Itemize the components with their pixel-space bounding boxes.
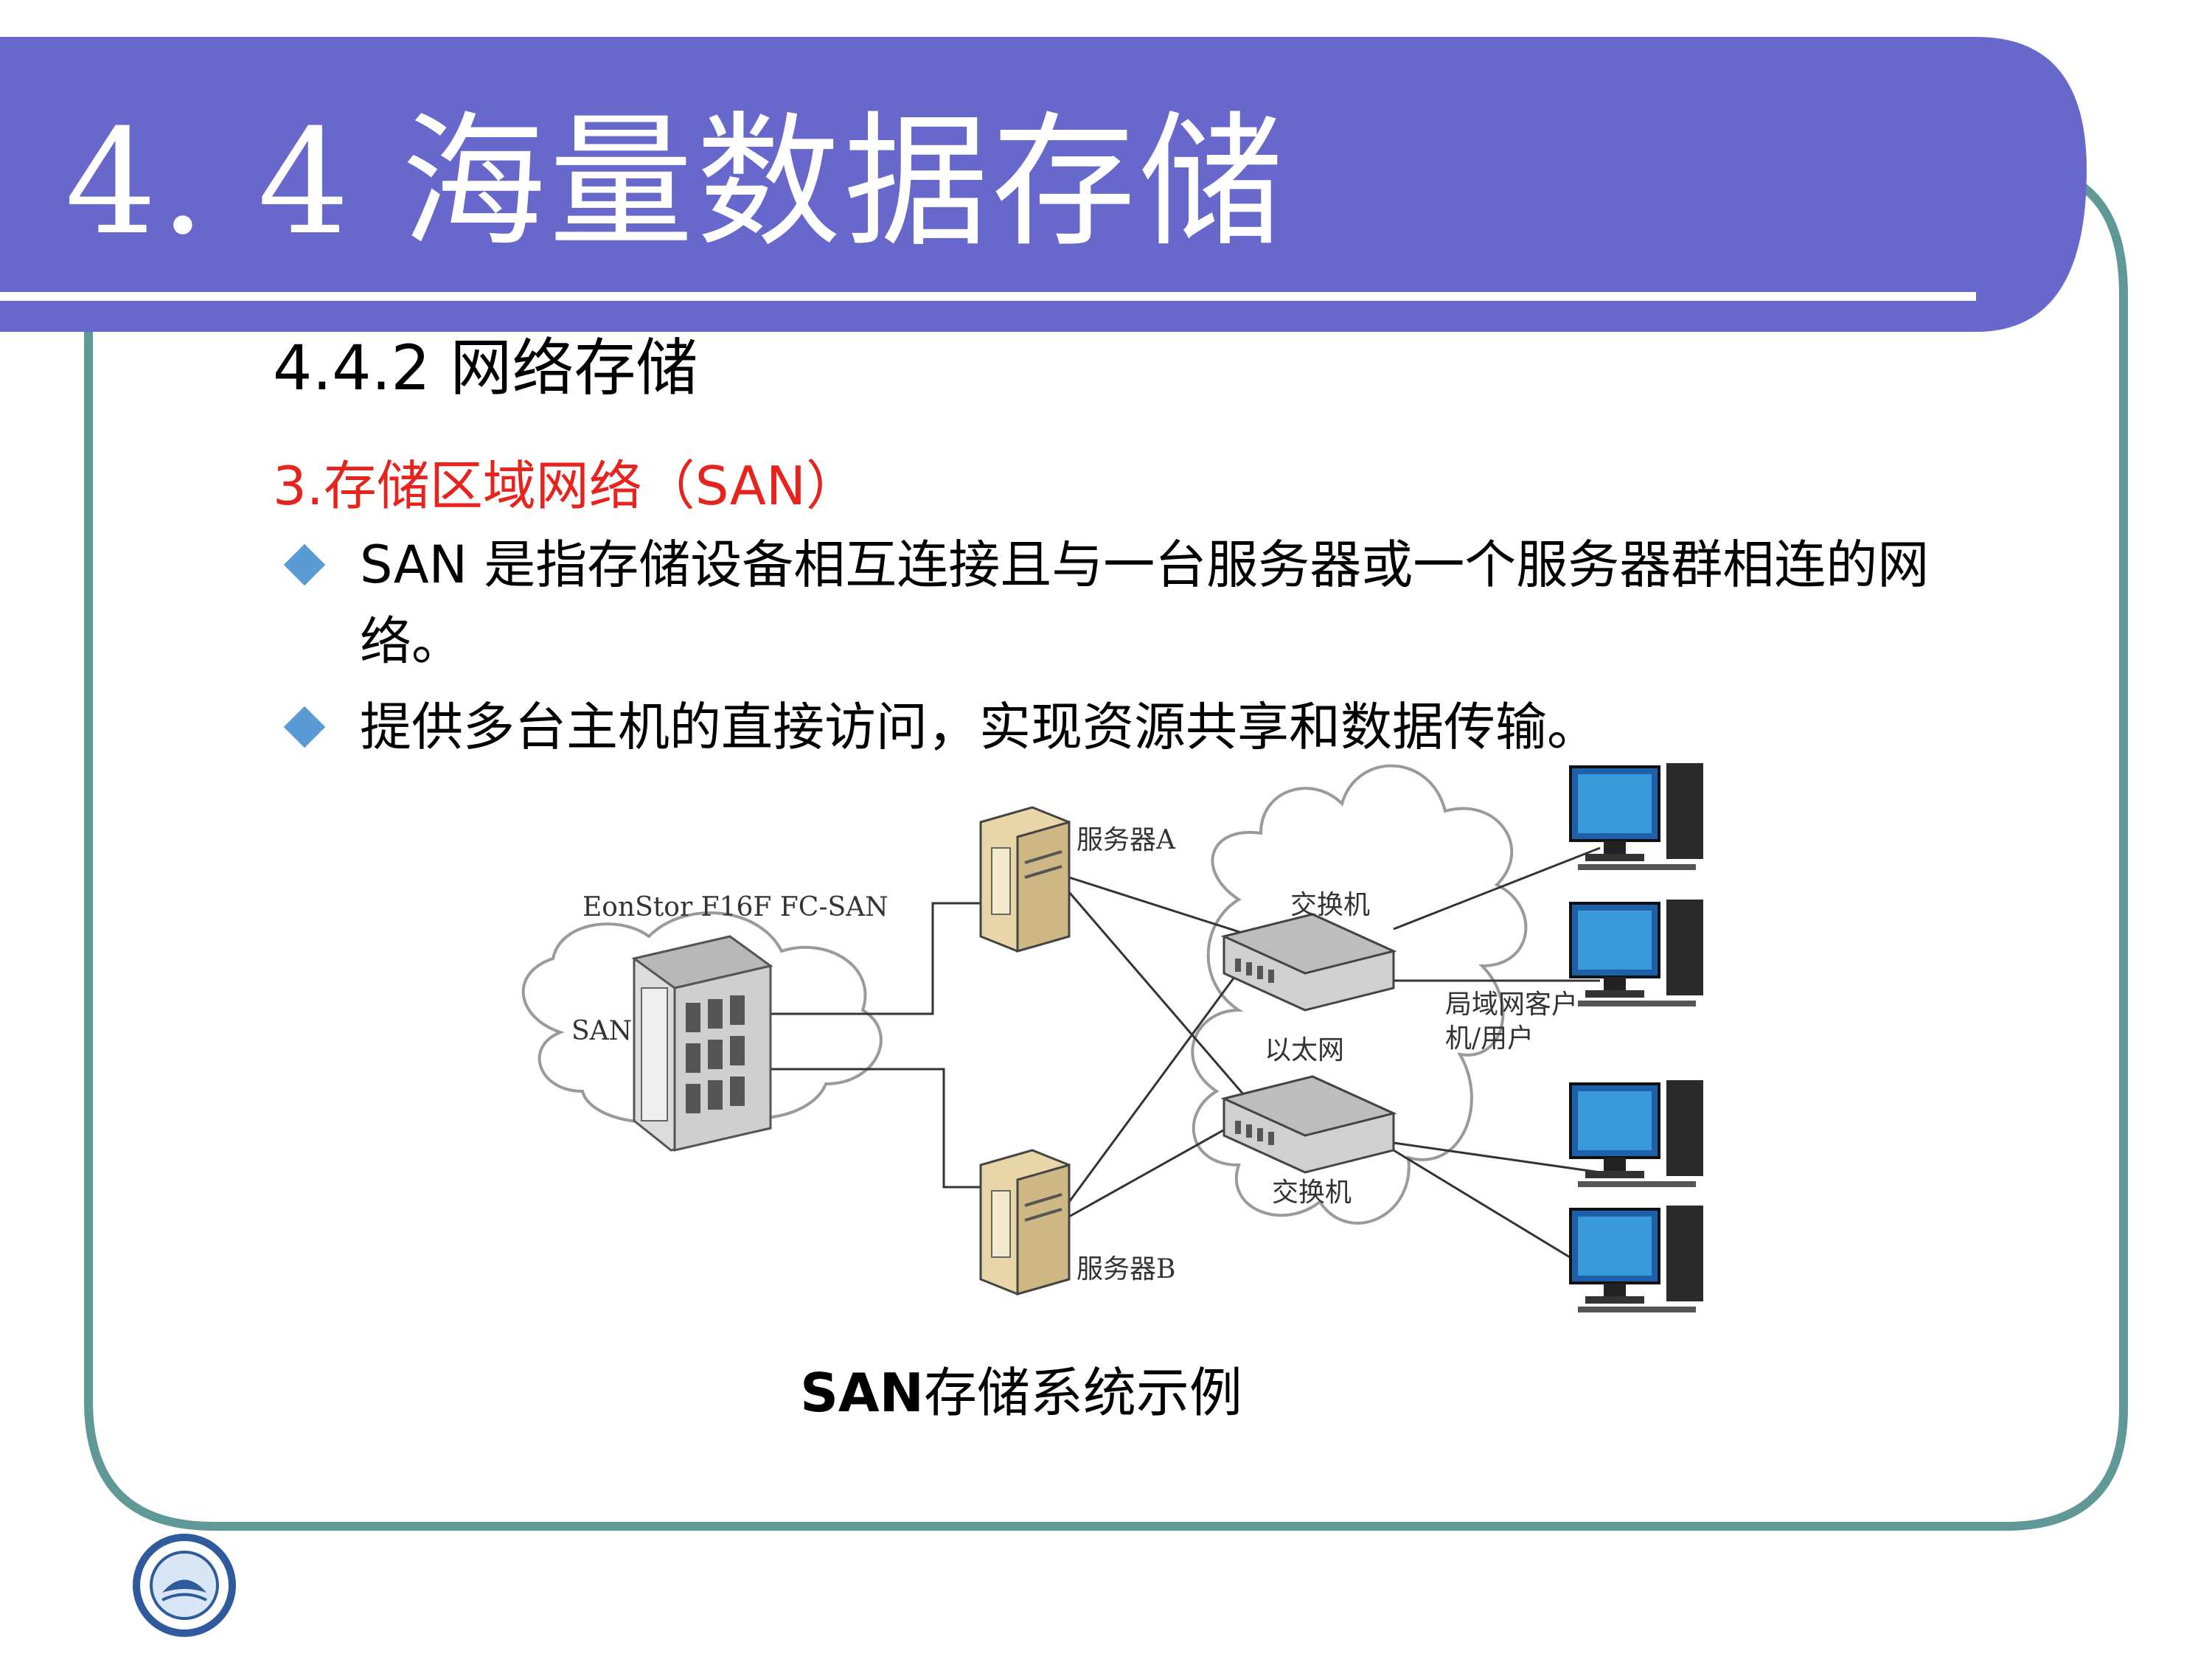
clients-label: 局域网客户机/用户	[1445, 990, 1579, 1054]
san-cloud-label: SAN	[571, 1016, 633, 1046]
switch-top-label: 交换机	[1290, 890, 1371, 920]
computer-icon	[1569, 763, 1703, 870]
bullet-2: 提供多台主机的直接访问，实现资源共享和数据传输。	[360, 697, 1599, 757]
frame-border	[84, 181, 2128, 1531]
computer-icon	[1569, 1206, 1703, 1312]
switch-bottom-label: 交换机	[1272, 1178, 1352, 1208]
storage-array-icon	[631, 935, 773, 1152]
caption-text: 存储系统示例	[923, 1362, 1242, 1424]
diagram-caption: SAN存储系统示例	[0, 1349, 2042, 1427]
storage-label: EonStor F16F FC-SAN	[582, 892, 888, 922]
header-band	[0, 37, 2087, 332]
switch-top-icon	[1220, 913, 1397, 1012]
computer-icon	[1569, 900, 1703, 1006]
slide-title: 4. 4 海量数据存储	[65, 99, 1287, 267]
university-logo-icon	[133, 1534, 236, 1637]
switch-bottom-icon	[1220, 1075, 1397, 1174]
ethernet-label: 以太网	[1265, 1035, 1345, 1065]
server-b-icon	[979, 1149, 1071, 1295]
header-stripe	[0, 292, 1976, 301]
bullet-1: SAN 是指存储设备相互连接且与一台服务器或一个服务器群相连的网络。	[360, 535, 1930, 672]
server-a-icon	[979, 806, 1071, 953]
server-a-label: 服务器A	[1077, 825, 1175, 855]
server-b-label: 服务器B	[1077, 1254, 1176, 1284]
connection-lines	[771, 846, 1601, 1277]
section-heading: 3.存储区域网络（SAN）	[273, 455, 859, 517]
subtitle: 4.4.2 网络存储	[273, 332, 698, 404]
caption-bold: SAN	[800, 1362, 924, 1424]
computer-icon	[1569, 1080, 1703, 1187]
